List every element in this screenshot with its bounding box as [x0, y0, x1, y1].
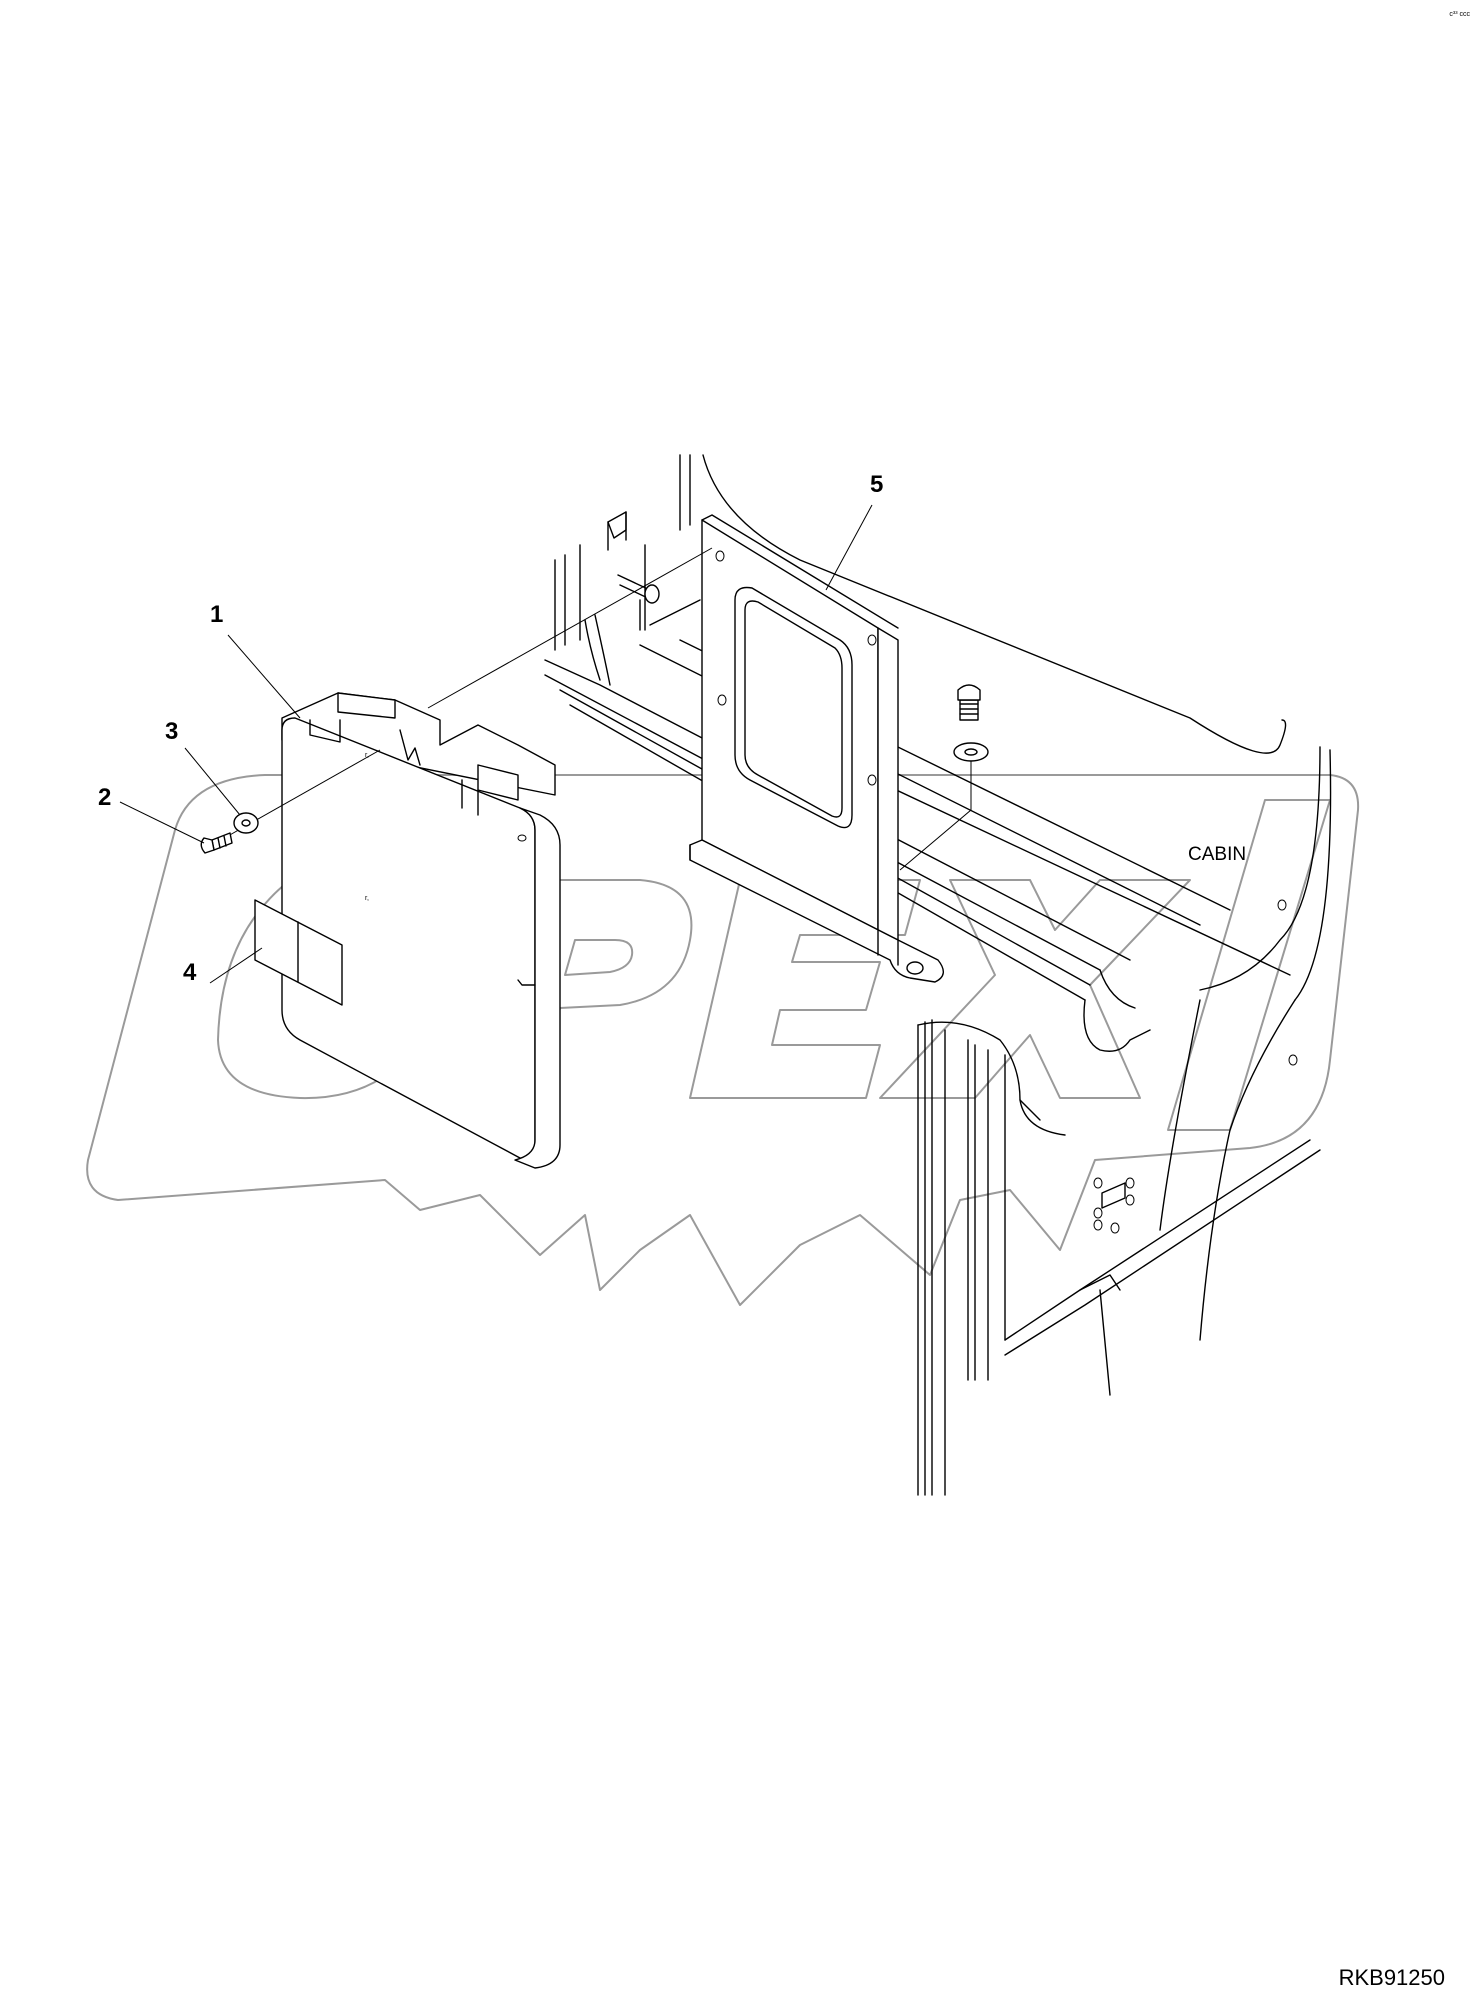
- callout-2: 2: [98, 784, 111, 811]
- part-1-cover-box: r, r,: [227, 547, 713, 1169]
- svg-text:r,: r,: [365, 895, 369, 902]
- part-2-bolt: [200, 832, 233, 854]
- leader-line-1: [227, 634, 301, 719]
- callouts: 1 2 3 4 5: [98, 471, 883, 986]
- leader-line-4: [209, 947, 263, 984]
- corner-mark: c³³ ccc: [1449, 11, 1470, 18]
- bracket-bolt-washer: [899, 684, 989, 871]
- callout-4: 4: [183, 959, 197, 986]
- callout-5: 5: [870, 471, 883, 498]
- drawing-code: RKB91250: [1339, 1965, 1445, 1990]
- part-3-washer: [233, 812, 259, 834]
- callout-1: 1: [210, 601, 223, 628]
- cabin-label: CABIN: [1188, 844, 1246, 865]
- watermark-letter-x: [879, 879, 1191, 1099]
- leader-lines: [119, 504, 873, 984]
- cabin-pillar: [917, 1019, 1066, 1496]
- callout-3: 3: [165, 718, 178, 745]
- part-4-label-decal: [254, 899, 343, 1006]
- part-5-mounting-bracket: [689, 514, 944, 983]
- leader-line-3: [184, 747, 241, 816]
- watermark-gear-outline: [86, 774, 1360, 1306]
- leader-line-2: [119, 801, 205, 844]
- svg-text:r,: r,: [365, 752, 369, 759]
- watermark-letter-p: [459, 879, 693, 1099]
- leader-line-5: [825, 504, 873, 591]
- watermark-letter-e: [689, 879, 921, 1099]
